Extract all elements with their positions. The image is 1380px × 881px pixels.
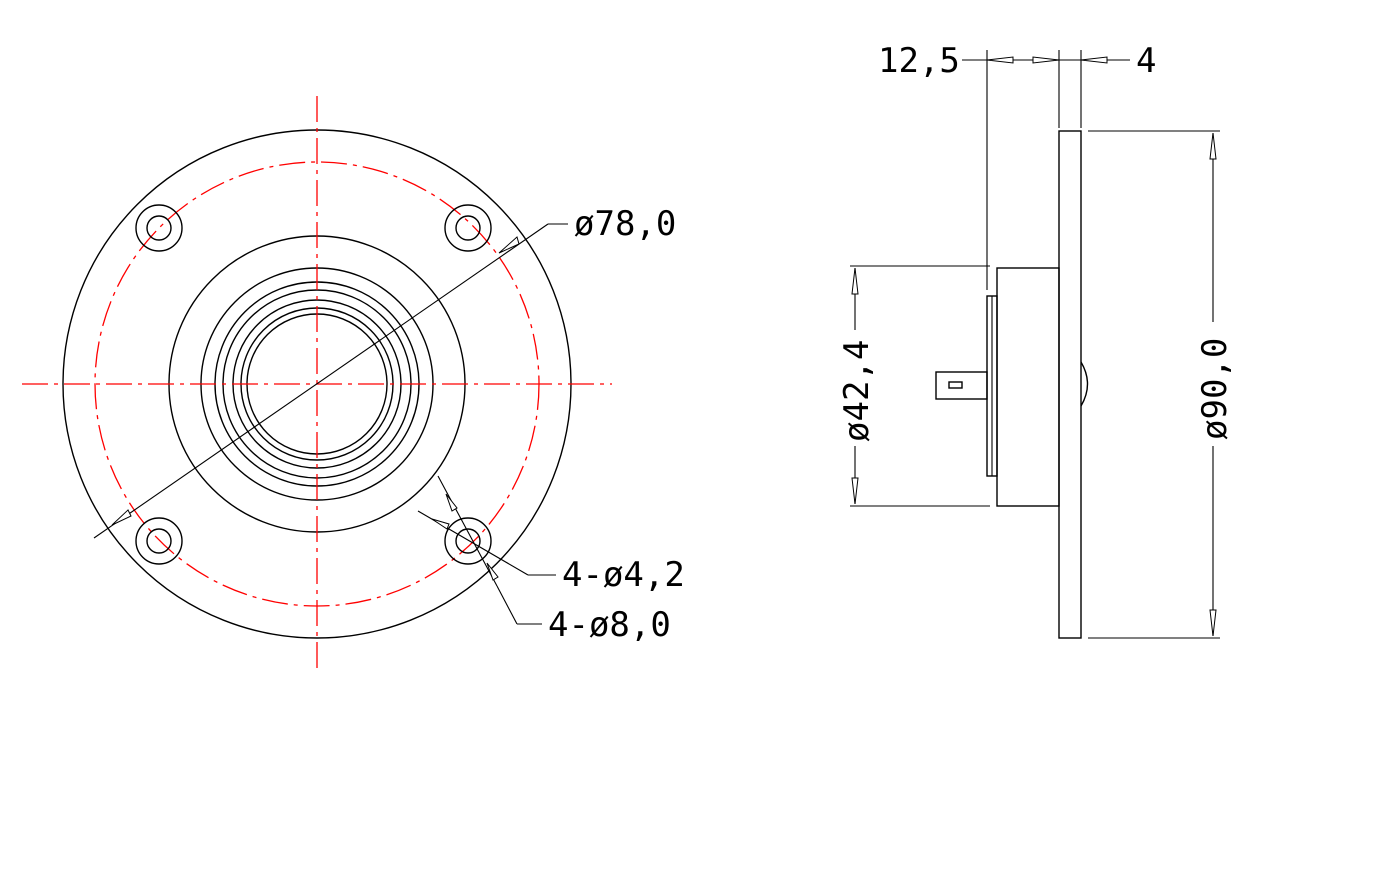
front-view: ø78,0 4-ø4,2 4-ø8,0 [22,96,685,672]
bolt-circle-dimension [93,223,568,539]
hole-dimension-leaders [417,475,556,625]
body-profile [996,267,1060,507]
depth-dimension [962,50,1130,290]
overall-diameter-dimension [1088,130,1220,639]
mounting-hole-bottom-right [444,517,492,565]
terminal-tab [935,371,988,400]
counterbore-diameter-label: 4-ø8,0 [548,605,671,645]
body-diameter-dimension [850,265,990,507]
mounting-hole-top-left [135,204,183,252]
mounting-hole-top-right [444,204,492,252]
side-view: 12,5 4 ø42,4 ø90,0 [837,41,1235,639]
mounting-hole-bottom-left [135,517,183,565]
bolt-circle-label: ø78,0 [574,204,676,244]
dome-bump [1080,361,1089,407]
overall-diameter-label: ø90,0 [1195,338,1235,440]
hole-diameter-label: 4-ø4,2 [562,555,685,595]
depth-label: 12,5 [878,41,960,81]
flange-plate [1058,130,1082,639]
flange-thickness-label: 4 [1136,41,1156,81]
body-diameter-label: ø42,4 [837,340,877,442]
